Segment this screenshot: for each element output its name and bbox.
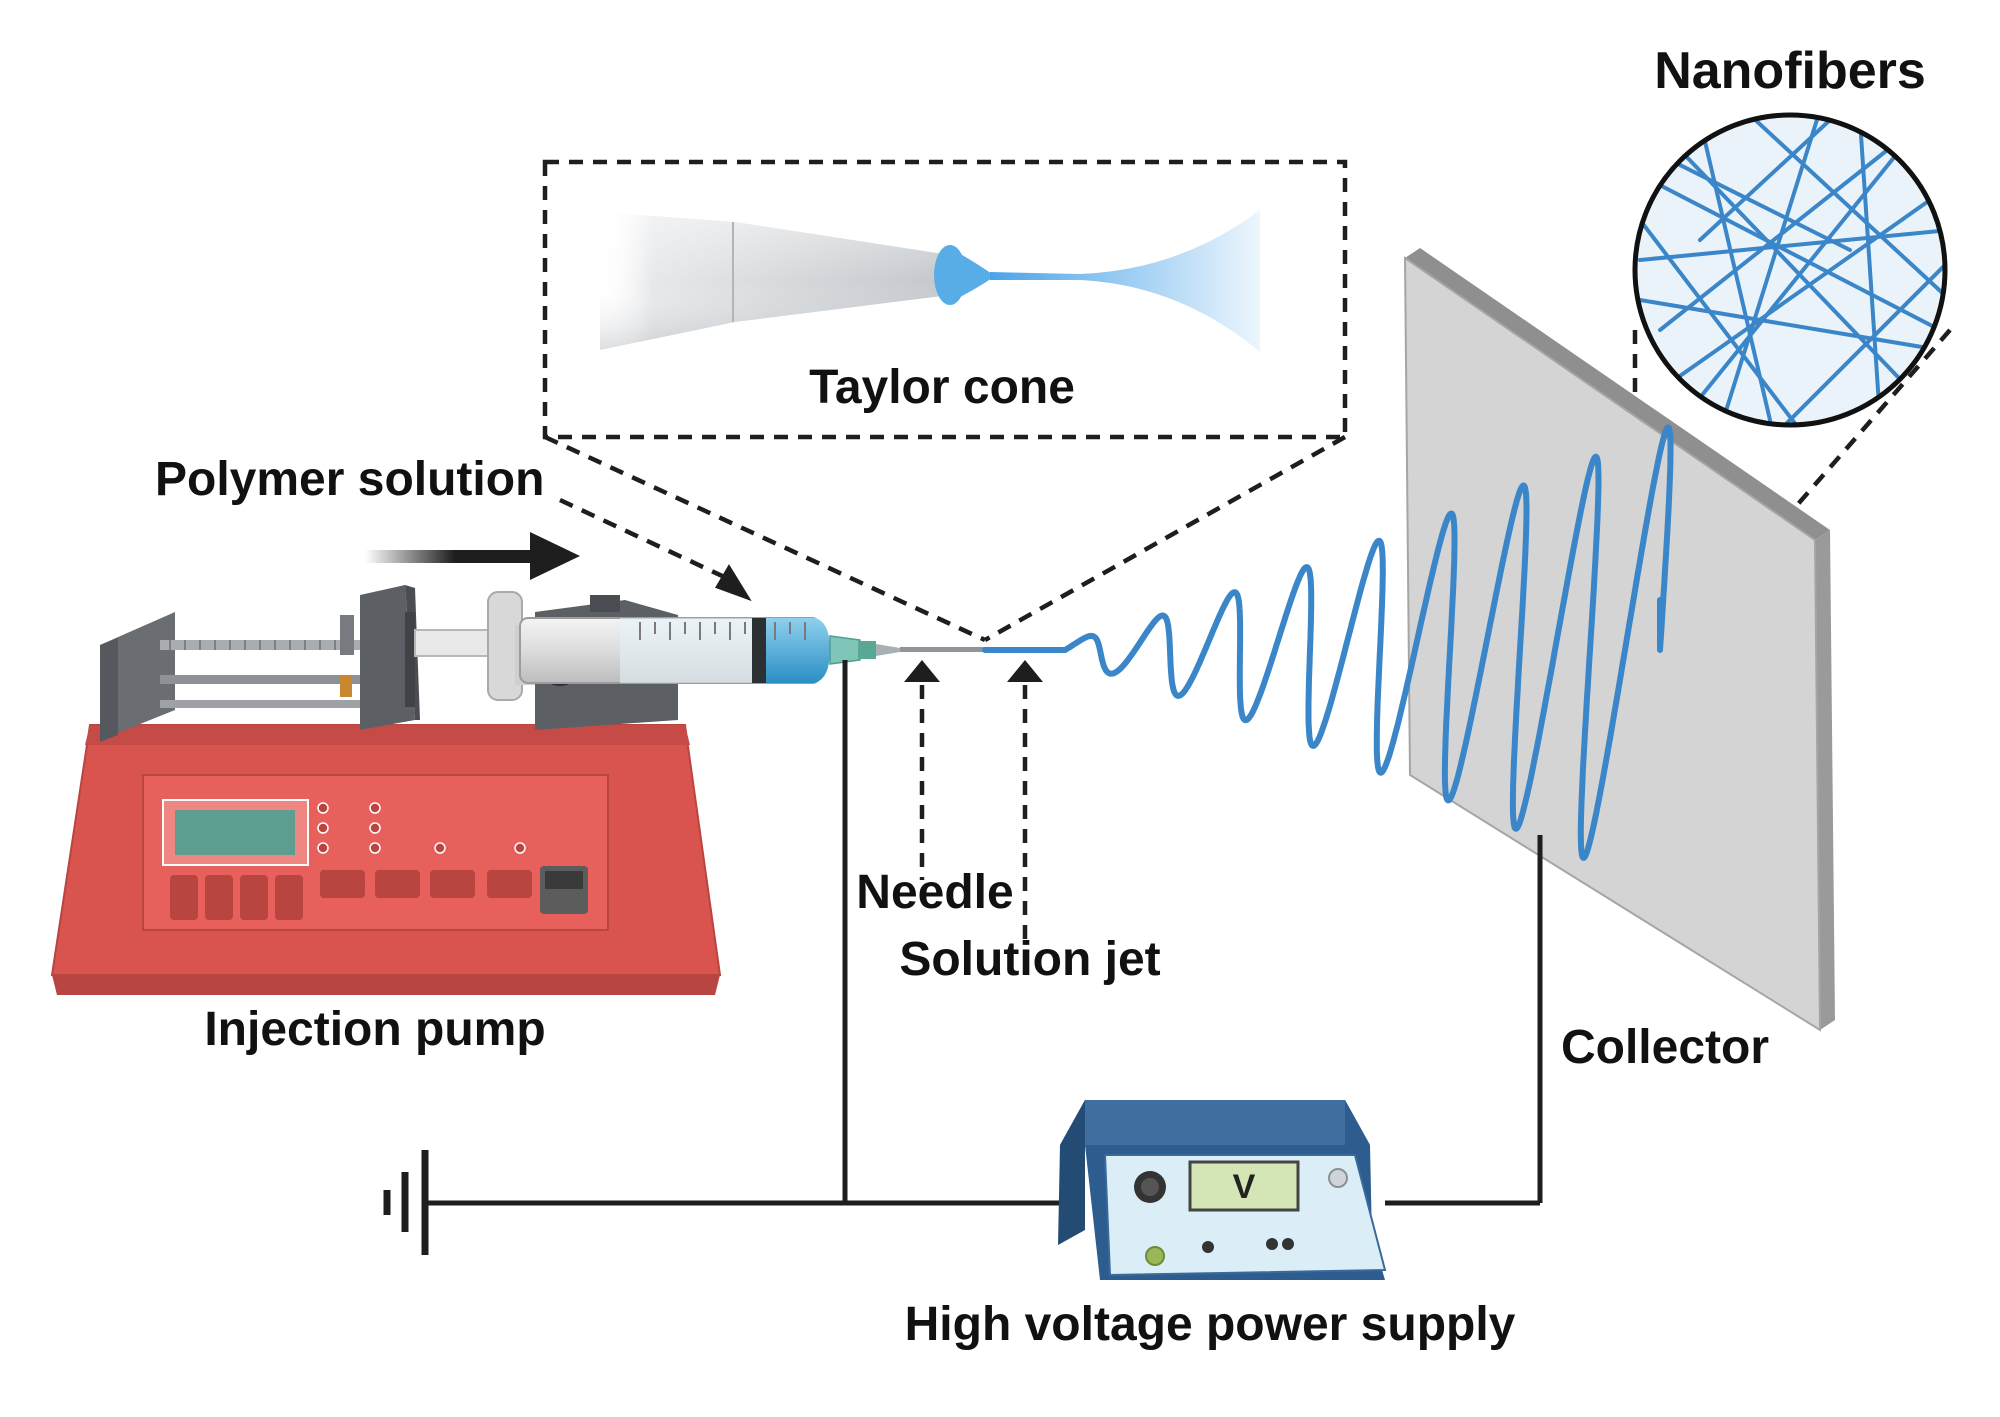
- inset-connector-right: [983, 435, 1347, 642]
- polymer-solution-arrowhead: [715, 564, 752, 602]
- direction-arrow-icon: [365, 532, 580, 580]
- needle-arrowhead: [904, 660, 940, 682]
- collector-plate: [1403, 248, 1835, 1032]
- collector-label: Collector: [1561, 1021, 1769, 1074]
- needle-label: Needle: [856, 866, 1013, 919]
- solution-jet-helix: [982, 424, 1674, 861]
- inset-connector-left: [544, 434, 986, 643]
- polymer-solution-label: Polymer solution: [155, 453, 544, 506]
- pump-screen: [175, 810, 295, 855]
- injection-pump-label: Injection pump: [204, 1003, 545, 1056]
- voltmeter-label: V: [1233, 1168, 1256, 1206]
- solution-jet-arrowhead: [1007, 660, 1043, 682]
- circuit-wires: [425, 660, 1543, 1206]
- solution-jet-label: Solution jet: [899, 933, 1160, 986]
- taylor-cone-inset-frame: [542, 159, 1348, 440]
- syringe: [414, 591, 985, 701]
- polymer-solution-liquid: [760, 618, 830, 683]
- taylor-cone-label: Taylor cone: [809, 361, 1075, 414]
- ground-symbol-icon: [383, 1150, 429, 1255]
- nanofibers-label: Nanofibers: [1654, 42, 1926, 100]
- nanofibers-magnified: [1632, 112, 1948, 428]
- injection-pump: [50, 585, 722, 995]
- voltmeter-display-icon: [1188, 1160, 1300, 1212]
- needle: [900, 647, 985, 652]
- high-voltage-power-supply: [1058, 1100, 1387, 1280]
- polymer-solution-pointer: [559, 497, 736, 585]
- taylor-cone-inset: [542, 159, 1348, 440]
- power-supply-label: High voltage power supply: [905, 1298, 1516, 1351]
- taylor-cone-plume: [990, 210, 1260, 352]
